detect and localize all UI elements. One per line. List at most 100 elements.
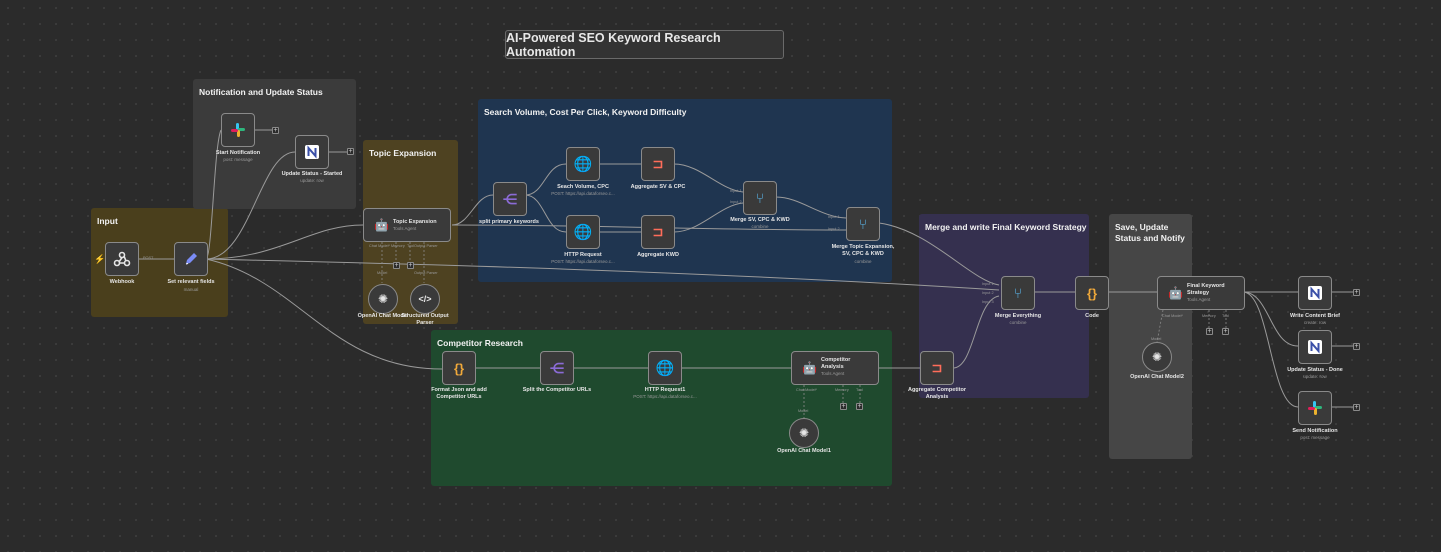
topic-port-tool: Tool: [407, 244, 414, 248]
start-notification-node[interactable]: [221, 113, 255, 147]
final-keyword-strategy-sub: Tools Agent: [1187, 297, 1211, 302]
final-tool-add-button[interactable]: +: [1222, 328, 1229, 335]
http-request1-label: HTTP Request1: [644, 387, 686, 393]
start-notification-sub: post: message: [223, 157, 253, 162]
topic-expansion-node[interactable]: 🤖: [363, 208, 451, 242]
topic-port-output-parser: Output Parser: [414, 244, 438, 248]
robot-icon: 🤖: [374, 218, 389, 232]
send-notification-label: Send Notification: [1292, 428, 1338, 434]
competitor-port-tool: Tool: [856, 388, 863, 392]
workflow-title[interactable]: AI-Powered SEO Keyword Research Automati…: [505, 30, 784, 59]
structured-output-parser-label: Structured Output Parser: [401, 313, 449, 326]
write-content-brief-node[interactable]: [1298, 276, 1332, 310]
search-volume-cpc-node[interactable]: 🌐: [566, 147, 600, 181]
webhook-label: Webhook: [109, 279, 135, 285]
update-status-done-sub: update: row: [1303, 374, 1327, 379]
http-request-node[interactable]: 🌐: [566, 215, 600, 249]
set-fields-sub: manual: [183, 287, 199, 292]
group-search-title: Search Volume, Cost Per Click, Keyword D…: [484, 107, 687, 117]
update-started-node[interactable]: [295, 135, 329, 169]
openai-icon: ✺: [798, 426, 810, 440]
merge-everything-node[interactable]: ⑂: [1001, 276, 1035, 310]
merge-sv-cpc-kwd-node[interactable]: ⑂: [743, 181, 777, 215]
final-port-chat-model: Chat Model*: [1162, 314, 1183, 318]
split-primary-keywords-node[interactable]: ⋲: [493, 182, 527, 216]
globe-icon: 🌐: [655, 360, 675, 377]
merge-sv-cpc-kwd-sub: combine: [751, 224, 769, 229]
http-request-sub: POST: https://api.dataforseo.c...: [551, 259, 615, 264]
send-notification-node[interactable]: [1298, 391, 1332, 425]
start-notification-add-button[interactable]: +: [272, 127, 279, 134]
notion-icon: [305, 145, 319, 159]
merge-sv-input-1: Input 1: [730, 189, 742, 193]
competitor-model-label: Model: [798, 409, 809, 413]
aggregate-competitor-node[interactable]: ⊐: [920, 351, 954, 385]
merge-everything-sub: combine: [1009, 320, 1027, 325]
competitor-memory-add-button[interactable]: +: [840, 403, 847, 410]
topic-memory-add-button[interactable]: +: [393, 262, 400, 269]
topic-parser-label: Output Parser: [414, 271, 438, 275]
code-brackets-icon: </>: [418, 294, 432, 304]
set-fields-node[interactable]: [174, 242, 208, 276]
merge-everything-input-2: Input 2: [982, 291, 994, 295]
aggregate-sv-cpc-node[interactable]: ⊐: [641, 147, 675, 181]
globe-icon: 🌐: [573, 224, 593, 241]
group-save[interactable]: Save, Update Status and Notify: [1109, 214, 1192, 459]
aggregate-kwd-node[interactable]: ⊐: [641, 215, 675, 249]
openai-chat-model1-node[interactable]: ✺: [789, 418, 819, 448]
topic-port-memory: Memory: [391, 244, 405, 248]
competitor-analysis-sub: Tools Agent: [821, 371, 845, 376]
split-primary-keywords-label: split primary keywords: [479, 219, 539, 225]
merge-topic-input-1: Input 1: [828, 215, 840, 219]
merge-topic-expansion-label: Merge Topic Expansion, SV, CPC & KWD: [831, 244, 895, 257]
merge-topic-expansion-node[interactable]: ⑂: [846, 207, 880, 241]
http-request1-sub: POST: https://api.dataforseo.c...: [633, 394, 697, 399]
write-brief-add-button[interactable]: +: [1353, 289, 1360, 296]
competitor-analysis-node[interactable]: 🤖: [791, 351, 879, 385]
structured-output-parser-node[interactable]: </>: [410, 284, 440, 314]
set-fields-label: Set relevant fields: [167, 279, 215, 285]
final-keyword-strategy-label: Final Keyword Strategy: [1187, 283, 1225, 296]
split-competitor-urls-node[interactable]: ⋲: [540, 351, 574, 385]
topic-port-chat-model: Chat Model*: [369, 244, 390, 248]
group-search-volume[interactable]: Search Volume, Cost Per Click, Keyword D…: [478, 99, 892, 282]
send-notification-add-button[interactable]: +: [1353, 404, 1360, 411]
update-status-done-node[interactable]: [1298, 330, 1332, 364]
aggregate-sv-cpc-label: Aggregate SV & CPC: [630, 184, 686, 190]
merge-icon: ⑂: [1013, 285, 1023, 301]
update-done-add-button[interactable]: +: [1353, 343, 1360, 350]
format-json-node[interactable]: {}: [442, 351, 476, 385]
webhook-node[interactable]: [105, 242, 139, 276]
merge-everything-input-3: Input 3: [982, 300, 994, 304]
openai-chat-model2-node[interactable]: ✺: [1142, 342, 1172, 372]
group-save-title: Save, Update Status and Notify: [1115, 222, 1185, 243]
openai-chat-model-label: OpenAI Chat Model: [357, 313, 409, 319]
group-merge-title: Merge and write Final Keyword Strategy: [925, 222, 1087, 232]
openai-chat-model1-label: OpenAI Chat Model1: [777, 448, 831, 454]
competitor-analysis-label: Competitor Analysis: [821, 357, 851, 370]
write-content-brief-sub: create: row: [1303, 320, 1327, 325]
competitor-tool-add-button[interactable]: +: [856, 403, 863, 410]
group-topic-title: Topic Expansion: [369, 148, 437, 158]
topic-tool-add-button[interactable]: +: [407, 262, 414, 269]
http-request1-node[interactable]: 🌐: [648, 351, 682, 385]
split-icon: ⋲: [550, 359, 564, 376]
final-memory-add-button[interactable]: +: [1206, 328, 1213, 335]
final-keyword-strategy-node[interactable]: 🤖: [1157, 276, 1245, 310]
merge-sv-input-2: Input 2: [730, 200, 742, 204]
search-volume-cpc-label: Seach Volume, CPC: [557, 184, 609, 190]
search-volume-cpc-sub: POST: https://api.dataforseo.c...: [551, 191, 615, 196]
code-braces-icon: {}: [1086, 285, 1098, 301]
write-content-brief-label: Write Content Brief: [1289, 313, 1340, 319]
send-notification-sub: post: message: [1300, 435, 1330, 440]
notion-icon: [1308, 286, 1322, 300]
aggregate-icon: ⊐: [652, 156, 664, 171]
aggregate-icon: ⊐: [931, 360, 943, 375]
update-started-add-button[interactable]: +: [347, 148, 354, 155]
group-notification-title: Notification and Update Status: [199, 87, 323, 97]
split-competitor-urls-label: Split the Competitor URLs: [522, 387, 592, 393]
format-json-label: Format Json and add Competitor URLs: [431, 387, 487, 400]
openai-chat-model-node[interactable]: ✺: [368, 284, 398, 314]
topic-expansion-label: Topic Expansion: [393, 219, 437, 225]
code-node[interactable]: {}: [1075, 276, 1109, 310]
